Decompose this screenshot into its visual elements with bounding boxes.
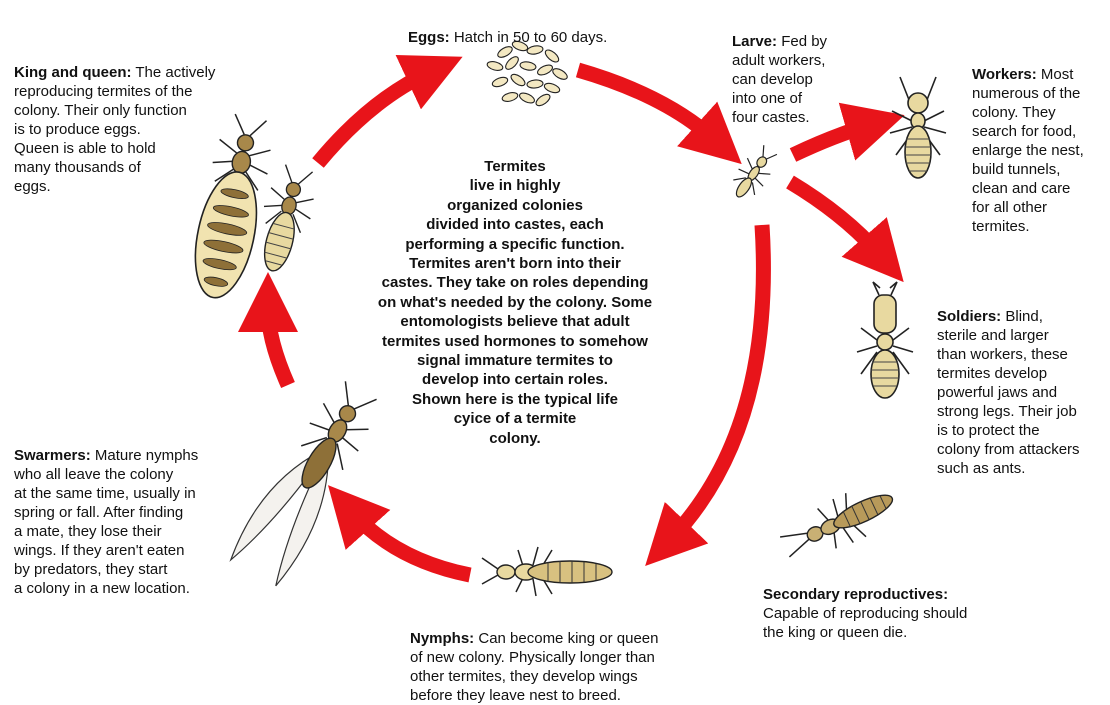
soldiers-text: Blind, sterile and larger than workers, … — [937, 308, 1080, 477]
arrow-larve-to-workers — [793, 125, 870, 155]
workers-text: Most numerous of the colony. They search… — [972, 66, 1084, 235]
larve-illustration — [725, 141, 782, 205]
nymph-illustration — [482, 547, 612, 596]
king-illustration — [248, 162, 322, 277]
eggs-title: Eggs: — [408, 29, 450, 46]
king-queen-title: King and queen: — [14, 64, 132, 81]
arrow-nymphs-to-swarmers — [352, 512, 470, 575]
secondary-text: Capable of reproducing should the king o… — [763, 605, 967, 641]
larve-title: Larve: — [732, 33, 777, 50]
swarmers-text: Mature nymphs who all leave the colony a… — [14, 447, 198, 597]
king-queen-label: King and queen: The actively reproducing… — [14, 44, 215, 196]
workers-title: Workers: — [972, 66, 1037, 83]
eggs-text: Hatch in 50 to 60 days. — [450, 29, 608, 46]
eggs-illustration — [486, 40, 569, 108]
secondary-reproductive-illustration — [775, 476, 902, 569]
arrow-king-to-eggs — [318, 72, 430, 163]
nymphs-label: Nymphs: Can become king or queen of new … — [410, 610, 658, 705]
secondary-title: Secondary reproductives: — [763, 586, 948, 603]
worker-illustration — [890, 77, 946, 178]
soldiers-title: Soldiers: — [937, 308, 1001, 325]
center-description: Termites live in highly organized coloni… — [345, 157, 685, 448]
soldiers-label: Soldiers: Blind, sterile and larger than… — [937, 288, 1080, 478]
eggs-label: Eggs: Hatch in 50 to 60 days. — [408, 9, 607, 47]
swarmers-title: Swarmers: — [14, 447, 91, 464]
swarmers-label: Swarmers: Mature nymphs who all leave th… — [14, 427, 198, 598]
workers-label: Workers: Most numerous of the colony. Th… — [972, 46, 1084, 236]
king-queen-text: The actively reproducing termites of the… — [14, 64, 215, 195]
secondary-reproductives-label: Secondary reproductives: Capable of repr… — [763, 566, 967, 642]
arrow-larve-to-soldiers — [790, 182, 880, 255]
nymphs-title: Nymphs: — [410, 630, 474, 647]
soldier-illustration — [857, 282, 913, 398]
larve-label: Larve: Fed by adult workers, can develop… — [732, 13, 827, 127]
arrow-swarmers-to-king — [268, 308, 288, 385]
arrow-eggs-to-larve — [578, 70, 715, 140]
